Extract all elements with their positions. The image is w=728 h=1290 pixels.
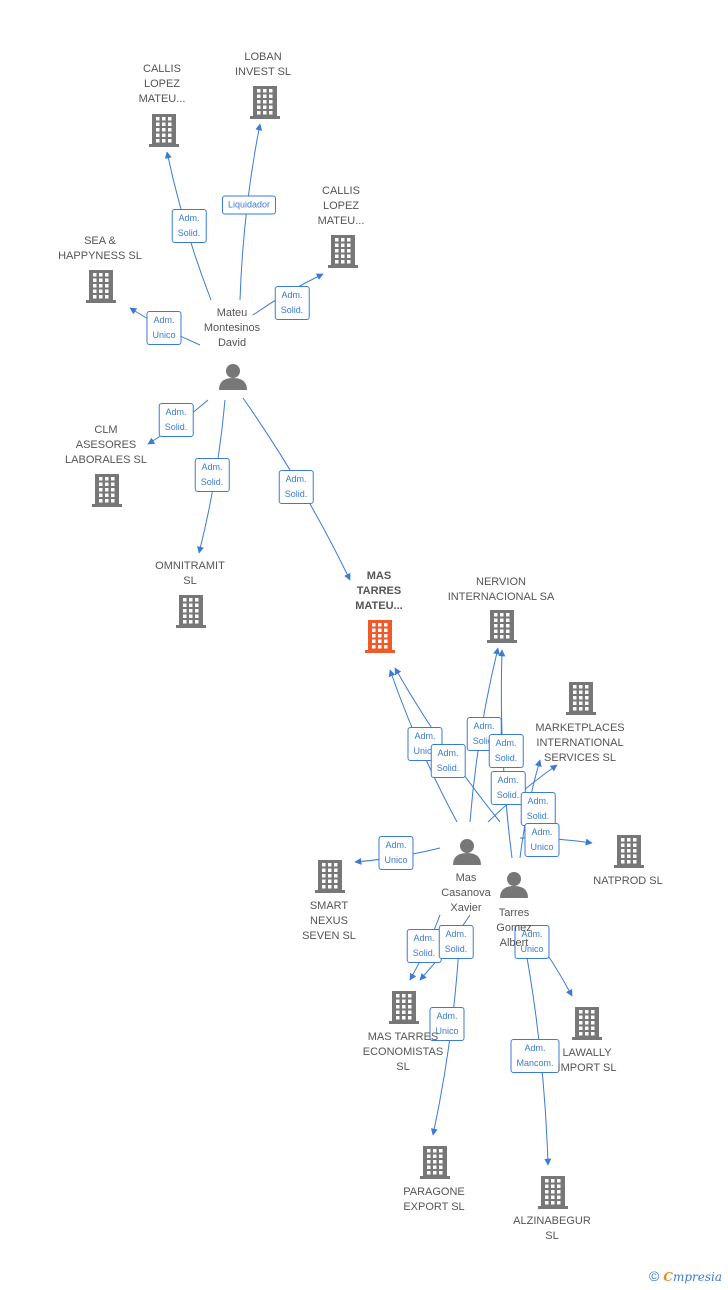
edge-label-mateu-to-mastarres[interactable]: Adm. Solid. <box>278 470 314 504</box>
node-label-mateu[interactable]: Mateu Montesinos David <box>203 307 261 349</box>
edge-label-tarres-to-lawally[interactable]: Adm. Unico <box>514 925 550 959</box>
edge-label-tarres-to-marketplaces[interactable]: Adm. Solid. <box>520 792 556 826</box>
building-icon-nervion[interactable] <box>487 610 517 643</box>
edge-label-tarres-to-nervion[interactable]: Adm. Solid. <box>488 734 524 768</box>
edge-label-mascasanova-to-smart[interactable]: Adm. Unico <box>378 836 414 870</box>
node-label-callis2[interactable]: CALLIS LOPEZ MATEU... <box>317 185 365 227</box>
node-label-paragone[interactable]: PARAGONE EXPORT SL <box>403 1186 465 1213</box>
person-icon-mascasanova[interactable] <box>453 839 481 865</box>
building-icon-sea[interactable] <box>86 270 116 303</box>
node-label-sea[interactable]: SEA & HAPPYNESS SL <box>58 235 142 262</box>
node-label-omnitramit[interactable]: OMNITRAMIT SL <box>155 560 225 587</box>
building-icon-paragone[interactable] <box>420 1146 450 1179</box>
copyright-symbol: © <box>649 1268 660 1284</box>
node-label-natprod[interactable]: NATPROD SL <box>593 875 663 887</box>
node-label-loban[interactable]: LOBAN INVEST SL <box>234 51 292 78</box>
edge-label-mascasanova-to-mastarreseco[interactable]: Adm. Solid. <box>406 929 442 963</box>
edge-label-tarres-to-mastarreseco[interactable]: Adm. Solid. <box>438 925 474 959</box>
node-label-alzinabegur[interactable]: ALZINABEGUR SL <box>513 1215 591 1242</box>
building-icon-lawally[interactable] <box>572 1007 602 1040</box>
building-icon-natprod[interactable] <box>614 835 644 868</box>
edge-label-mateu-to-callis1[interactable]: Adm. Solid. <box>171 209 207 243</box>
building-icon-clm[interactable] <box>92 474 122 507</box>
node-label-smart[interactable]: SMART NEXUS SEVEN SL <box>302 900 356 942</box>
building-icon-omnitramit[interactable] <box>176 595 206 628</box>
edge-label-mateu-to-callis2[interactable]: Adm. Solid. <box>274 286 310 320</box>
edge-label-mascasanova-to-marketplaces[interactable]: Adm. Solid. <box>490 771 526 805</box>
building-icon-loban[interactable] <box>250 86 280 119</box>
building-icon-alzinabegur[interactable] <box>538 1176 568 1209</box>
node-label-callis1[interactable]: CALLIS LOPEZ MATEU... <box>138 63 186 105</box>
person-icon-tarres[interactable] <box>500 872 528 898</box>
building-icon-marketplaces[interactable] <box>566 682 596 715</box>
edge-label-mateu-to-loban[interactable]: Liquidador <box>221 195 277 215</box>
brand-logo[interactable]: Cmpresia <box>663 1270 722 1284</box>
node-label-clm[interactable]: CLM ASESORES LABORALES SL <box>65 424 147 466</box>
node-label-marketplaces[interactable]: MARKETPLACES INTERNATIONAL SERVICES SL <box>535 722 625 764</box>
node-label-mastarres[interactable]: MAS TARRES MATEU... <box>355 570 403 612</box>
building-icon-mastarreseco[interactable] <box>389 991 419 1024</box>
edge-label-mateu-to-omnitramit[interactable]: Adm. Solid. <box>194 458 230 492</box>
edge-label-mascasanova-to-paragone[interactable]: Adm. Unico <box>429 1007 465 1041</box>
edge-label-tarres-to-natprod[interactable]: Adm. Unico <box>524 823 560 857</box>
building-icon-callis1[interactable] <box>149 114 179 147</box>
edge-label-mateu-to-sea[interactable]: Adm. Unico <box>146 311 182 345</box>
person-icon-mateu[interactable] <box>219 364 247 390</box>
edge-label-tarres-to-alzinabegur[interactable]: Adm. Mancom. <box>510 1039 560 1073</box>
node-label-mascasanova[interactable]: Mas Casanova Xavier <box>441 872 491 914</box>
node-label-tarres[interactable]: Tarres Gomez Albert <box>496 907 532 949</box>
node-label-nervion[interactable]: NERVION INTERNACIONAL SA <box>447 576 555 603</box>
node-label-mastarreseco[interactable]: MAS TARRES ECONOMISTAS SL <box>362 1031 444 1073</box>
building-icon-smart[interactable] <box>315 860 345 893</box>
building-icon-callis2[interactable] <box>328 235 358 268</box>
copyright-footer: ©Cmpresia <box>649 1268 722 1284</box>
edge-label-tarres-to-mastarres[interactable]: Adm. Solid. <box>430 744 466 778</box>
node-label-lawally[interactable]: LAWALLY IMPORT SL <box>557 1047 617 1074</box>
building-icon-mastarres[interactable] <box>365 620 395 653</box>
edge-label-mateu-to-clm[interactable]: Adm. Solid. <box>158 403 194 437</box>
